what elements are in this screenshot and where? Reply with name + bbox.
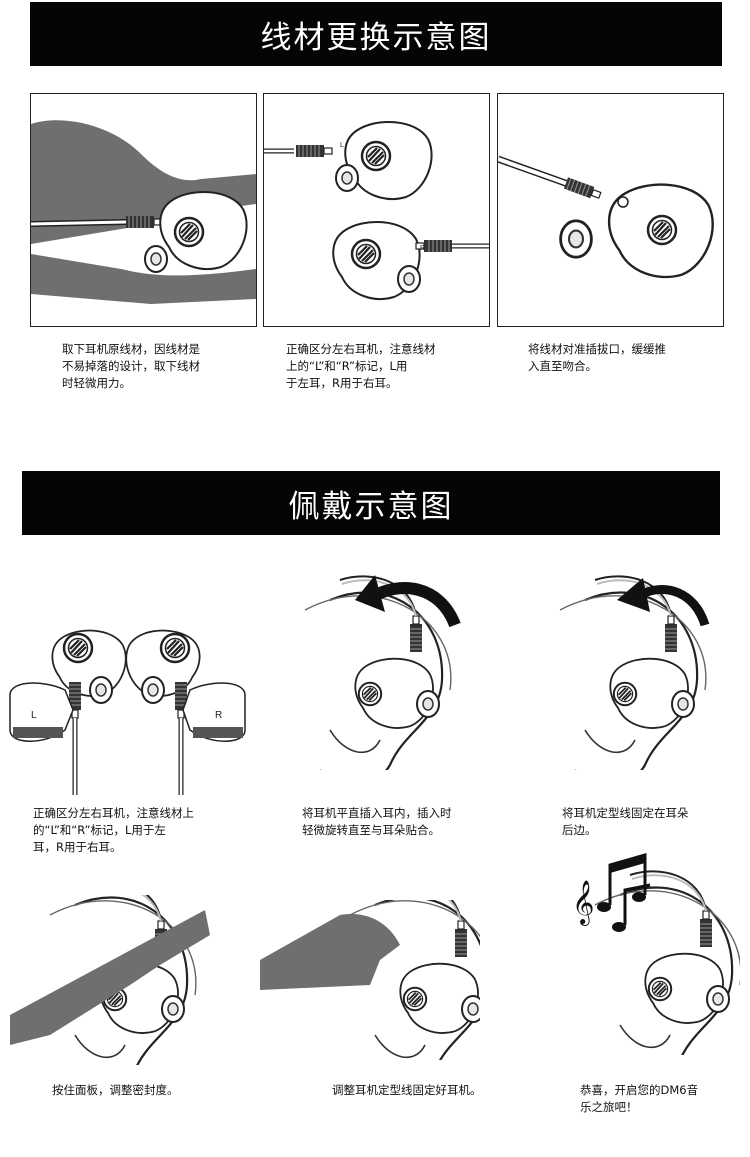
left-marker: L <box>340 142 344 149</box>
hand-top-shape <box>31 120 256 244</box>
cable-section-title: 线材更换示意图 <box>260 19 492 56</box>
wear-step-2-image <box>300 570 470 770</box>
wear-step-6-caption: 恭喜，开启您的DM6音 乐之旅吧！ <box>580 1083 699 1114</box>
logo-icon <box>159 632 191 664</box>
logo-icon <box>646 214 678 246</box>
right-zoom-marker: R <box>215 710 222 721</box>
logo-icon <box>62 632 94 664</box>
logo-icon <box>173 216 205 248</box>
cable-section-banner: 线材更换示意图 <box>30 2 722 66</box>
wear-step-5-image <box>260 900 480 1060</box>
wear-step-6-image: 𝄞 <box>570 845 740 1055</box>
wear-step-1-caption: 正确区分左右耳机，注意线材上 的“L”和“R”标记，L用于左 耳，R用于右耳。 <box>33 806 194 854</box>
left-zoom-marker: L <box>31 710 37 721</box>
cable-step-2-caption: 正确区分左右耳机，注意线材 上的“L”和“R”标记，L用 于左耳，R用于右耳。 <box>286 342 436 390</box>
cable-step-3-image <box>497 93 724 327</box>
wear-section-title: 佩戴示意图 <box>288 488 454 525</box>
hand-shape <box>260 914 400 990</box>
cable-step-2-image: L R <box>263 93 490 327</box>
wear-step-3-image <box>555 570 725 770</box>
wear-step-2-caption: 将耳机平直插入耳内，插入时 轻微旋转直至与耳朵贴合。 <box>302 806 452 837</box>
logo-icon <box>360 140 392 172</box>
logo-icon <box>350 238 382 270</box>
hand-bottom-shape <box>31 254 256 304</box>
cable-step-1-image <box>30 93 257 327</box>
wear-section-banner: 佩戴示意图 <box>22 471 720 535</box>
wear-step-1-image: L R <box>5 610 250 800</box>
left-zoom-callout: L <box>9 682 74 742</box>
right-zoom-callout: R <box>182 682 246 742</box>
music-notes-icon: 𝄞 <box>572 853 651 932</box>
hand-shape <box>10 910 210 1045</box>
wear-step-4-caption: 按住面板，调整密封度。 <box>52 1083 179 1097</box>
svg-text:𝄞: 𝄞 <box>572 880 594 926</box>
right-marker: R <box>420 245 425 252</box>
cable-step-1-caption: 取下耳机原线材，因线材是 不易掉落的设计，取下线材 时轻微用力。 <box>62 342 200 390</box>
wear-step-5-caption: 调整耳机定型线固定好耳机。 <box>332 1083 482 1097</box>
wear-step-4-image <box>10 895 210 1065</box>
back-arrow-icon <box>637 585 710 627</box>
cable-step-3-caption: 将线材对准插拔口，缓缓推 入直至吻合。 <box>528 342 666 373</box>
wear-step-3-caption: 将耳机定型线固定在耳朵 后边。 <box>562 806 689 837</box>
